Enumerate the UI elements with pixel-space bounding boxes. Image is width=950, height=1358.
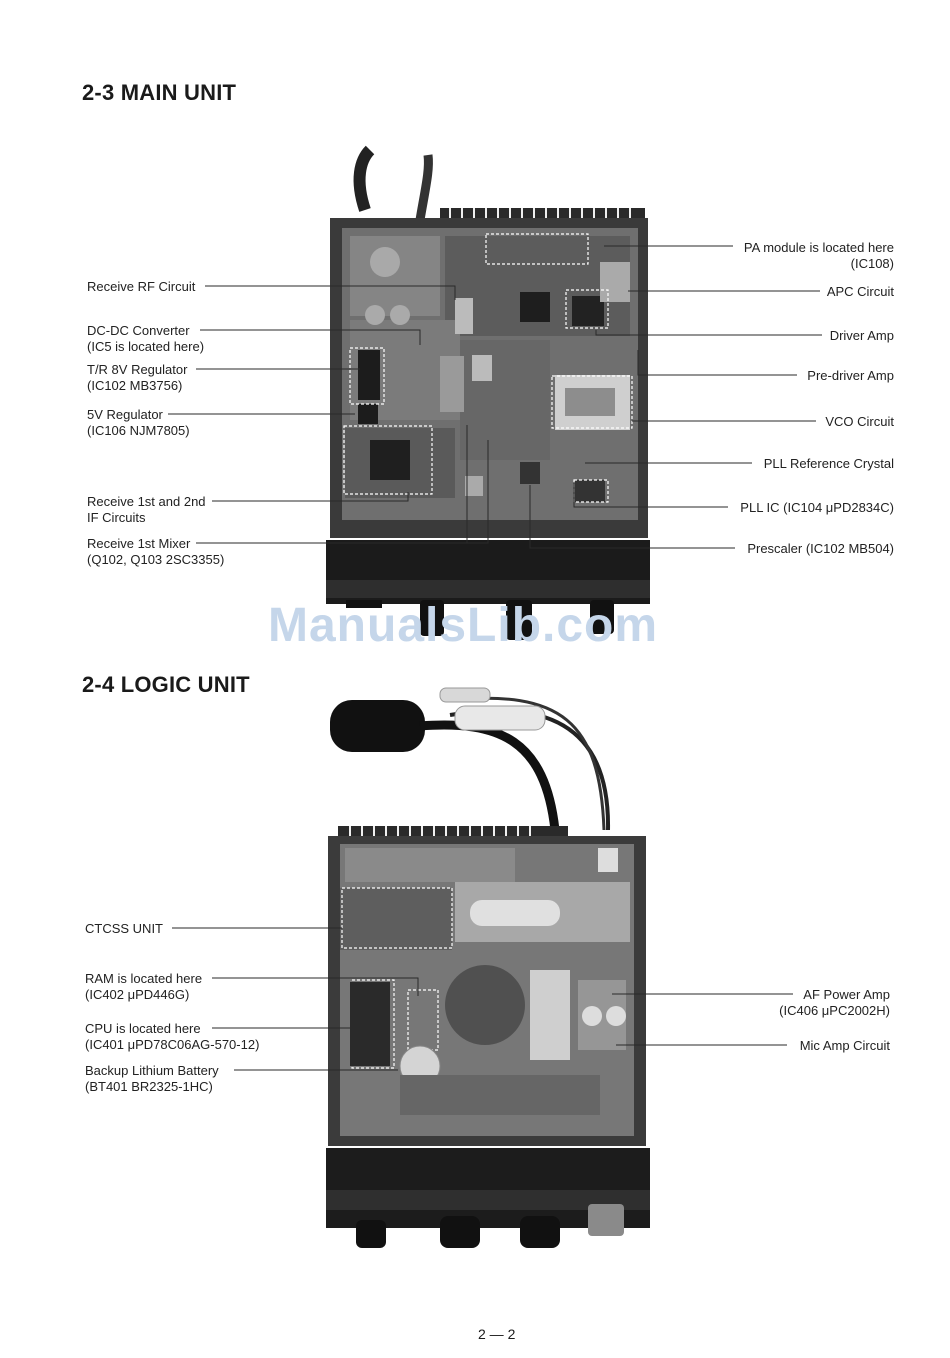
label-af-power-amp: AF Power Amp(IC406 μPC2002H) — [779, 987, 890, 1018]
page-number: 2 — 2 — [478, 1326, 516, 1342]
logic-unit-photo — [326, 687, 650, 1248]
section-heading-main-unit: 2-3 MAIN UNIT — [82, 80, 237, 105]
label-pre-driver-amp: Pre-driver Amp — [807, 368, 894, 383]
label-prescaler: Prescaler (IC102 MB504) — [747, 541, 894, 556]
watermark: ManualsLib.com — [268, 599, 659, 652]
label-mic-amp-circuit: Mic Amp Circuit — [799, 1038, 890, 1053]
section-heading-logic-unit: 2-4 LOGIC UNIT — [82, 672, 250, 697]
label-cpu: CPU is located here(IC401 μPD78C06AG-570… — [85, 1021, 260, 1052]
label-receive-1st-mixer: Receive 1st Mixer(Q102, Q103 2SC3355) — [87, 536, 225, 567]
label-5v-regulator: 5V Regulator(IC106 NJM7805) — [87, 407, 190, 438]
main-unit-photo — [326, 145, 650, 640]
label-receive-rf-circuit: Receive RF Circuit — [87, 279, 196, 294]
label-apc-circuit: APC Circuit — [826, 284, 894, 299]
label-dc-dc-converter: DC-DC Converter(IC5 is located here) — [87, 323, 205, 354]
label-pa-module: PA module is located here(IC108) — [743, 240, 894, 271]
label-pll-ic: PLL IC (IC104 μPD2834C) — [740, 500, 894, 515]
label-vco-circuit: VCO Circuit — [825, 414, 894, 429]
label-tr-8v-regulator: T/R 8V Regulator(IC102 MB3756) — [87, 362, 188, 393]
label-driver-amp: Driver Amp — [829, 328, 894, 343]
label-ctcss-unit: CTCSS UNIT — [85, 921, 163, 936]
label-ram: RAM is located here(IC402 μPD446G) — [85, 971, 203, 1002]
label-backup-lithium-battery: Backup Lithium Battery(BT401 BR2325-1HC) — [85, 1063, 219, 1094]
label-pll-reference-crystal: PLL Reference Crystal — [763, 456, 894, 471]
